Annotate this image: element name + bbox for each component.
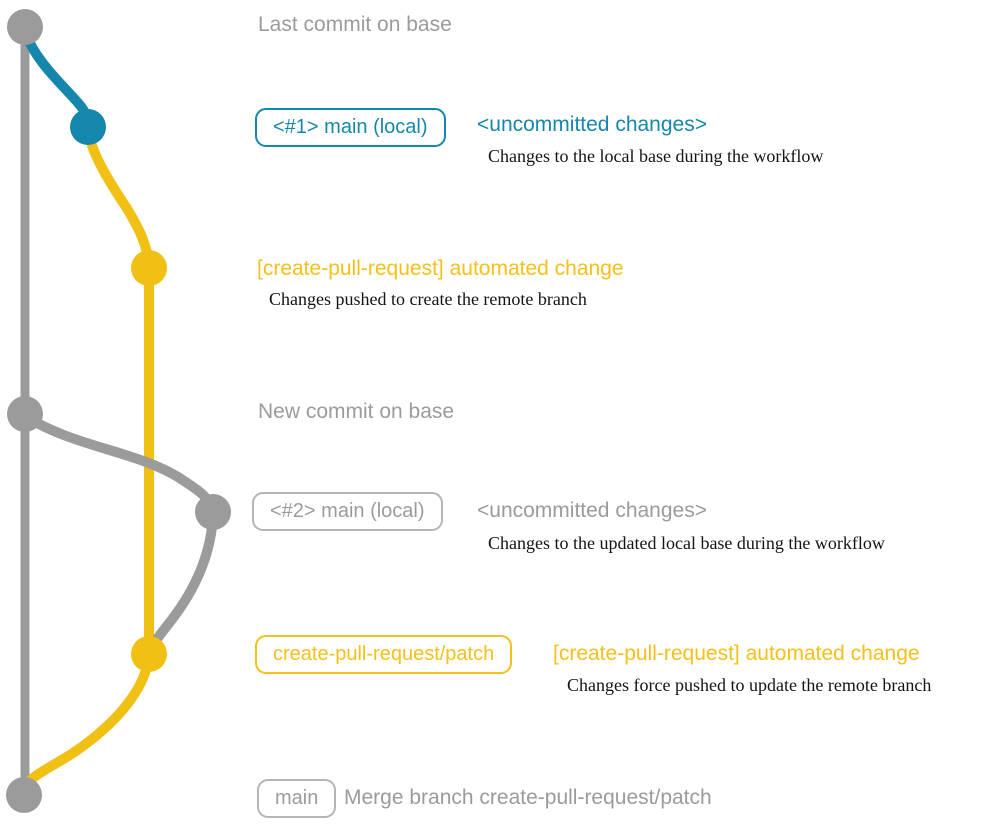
- note-uncommitted-changes-2: <uncommitted changes>: [477, 499, 707, 522]
- branch-label-main-local-1: <#1> main (local): [255, 108, 446, 147]
- note-last-commit-on-base: Last commit on base: [258, 13, 452, 36]
- commit-node-uncommitted-1: [70, 109, 106, 145]
- desc-automated-change-1: Changes pushed to create the remote bran…: [269, 289, 587, 309]
- note-uncommitted-changes-1: <uncommitted changes>: [477, 113, 707, 136]
- commit-node-merge: [6, 777, 42, 813]
- desc-uncommitted-changes-2: Changes to the updated local base during…: [488, 533, 885, 553]
- commit-graph: [6, 9, 231, 813]
- note-merge-branch: Merge branch create-pull-request/patch: [344, 786, 712, 809]
- branch-label-main: main: [257, 779, 337, 818]
- edge-base-to-updated-local: [22, 412, 218, 517]
- note-automated-change-1: [create-pull-request] automated change: [257, 257, 624, 280]
- commit-node-automated-2: [131, 636, 167, 672]
- branch-label-patch: create-pull-request/patch: [255, 635, 513, 674]
- note-new-commit-on-base: New commit on base: [258, 400, 455, 423]
- edge-patch-merge-to-base: [19, 651, 154, 798]
- desc-automated-change-2: Changes force pushed to update the remot…: [567, 675, 932, 695]
- desc-uncommitted-changes-1: Changes to the local base during the wor…: [488, 146, 824, 166]
- edge-updated-local-to-patch: [146, 511, 218, 657]
- commit-node-uncommitted-2: [195, 494, 231, 530]
- commit-node-automated-1: [131, 250, 167, 286]
- commit-node-new-base: [7, 396, 43, 432]
- commit-node-last-base: [7, 9, 43, 45]
- note-automated-change-2: [create-pull-request] automated change: [553, 642, 920, 665]
- edge-local-to-patch: [83, 125, 154, 273]
- branch-label-main-local-2: <#2> main (local): [252, 492, 443, 531]
